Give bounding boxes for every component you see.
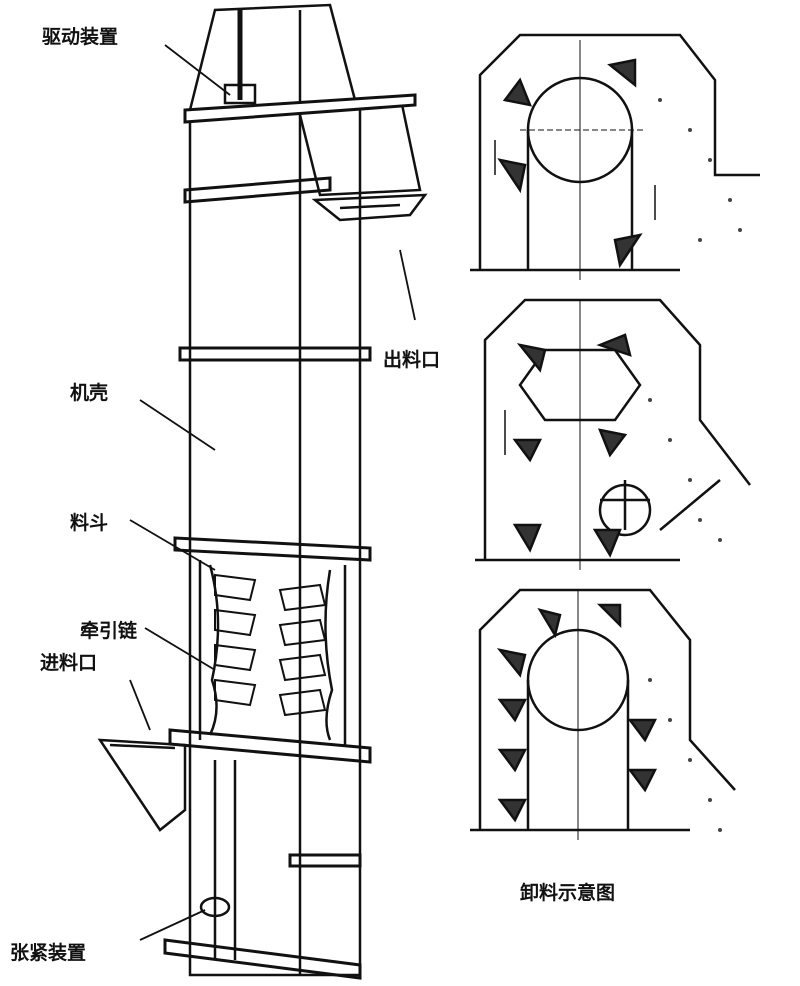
label-drive-device: 驱动装置 [42, 26, 119, 48]
leader-lines [129, 44, 416, 941]
label-tensioner: 张紧装置 [10, 942, 87, 964]
label-casing: 机壳 [70, 382, 109, 404]
label-bucket: 料斗 [70, 512, 109, 534]
label-traction-chain: 牵引链 [80, 620, 138, 642]
label-outlet: 出料口 [383, 349, 441, 371]
discharge-panel-1 [470, 33, 760, 280]
material-spray [648, 98, 742, 832]
label-discharge-caption: 卸料示意图 [520, 882, 616, 904]
elevator-casing [97, 3, 428, 980]
buckets [214, 573, 327, 717]
label-inlet: 进料口 [40, 652, 98, 674]
discharge-panel-2 [475, 298, 751, 570]
discharge-panel-3 [470, 588, 736, 840]
